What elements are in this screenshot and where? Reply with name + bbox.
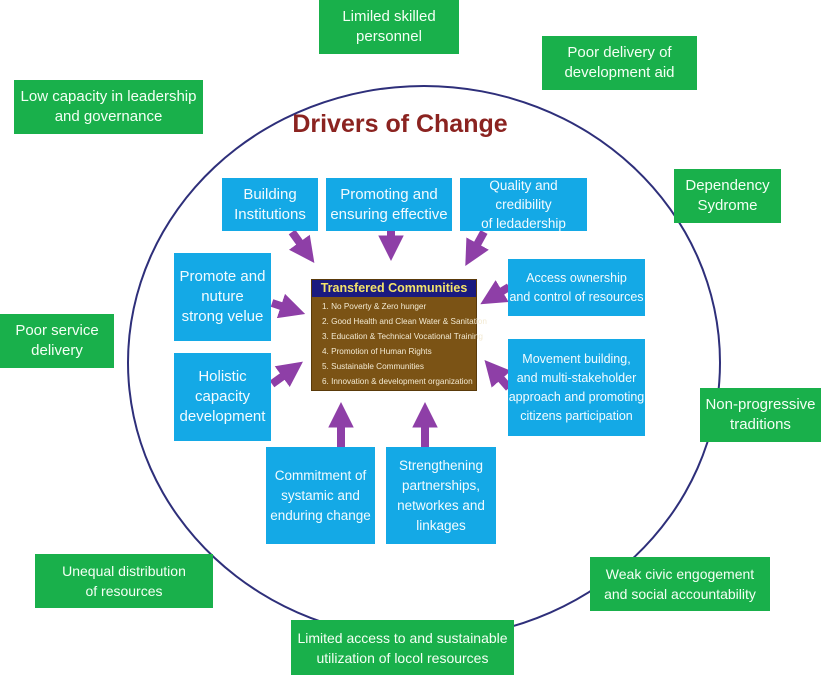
outcome-item: 2. Good Health and Clean Water & Sanitat… bbox=[322, 317, 487, 326]
driver-promote-value: Promote and nuture strong velue bbox=[174, 253, 271, 341]
arrow-promote-value bbox=[270, 293, 306, 319]
driver-strengthening: Strengthening partnerships, networkes an… bbox=[386, 447, 496, 544]
outcome-item: 5. Sustainable Communities bbox=[322, 362, 424, 371]
transformed-communities-box: Transfered Communities 1. No Poverty & Z… bbox=[311, 279, 487, 391]
challenge-weak-civic-engagement: Weak civic engogement and social account… bbox=[590, 557, 770, 611]
driver-access-ownership: Access ownership and control of resource… bbox=[508, 259, 645, 316]
challenge-low-capacity-leadership: Low capacity in leadership and governanc… bbox=[14, 80, 203, 134]
arrow-building-institutions bbox=[288, 229, 315, 263]
diagram-title: Drivers of Change bbox=[292, 110, 508, 138]
arrow-movement-building bbox=[484, 359, 513, 391]
challenge-limited-skilled-personnel: Limiled skilled personnel bbox=[319, 0, 459, 54]
challenge-dependency-syndrome: Dependency Sydrome bbox=[674, 169, 781, 223]
arrow-quality-leadership bbox=[465, 230, 489, 267]
driver-promoting-effective: Promoting and ensuring effective bbox=[326, 178, 452, 231]
arrow-holistic-capacity bbox=[269, 361, 303, 388]
challenge-non-progressive-traditions: Non-progressive traditions bbox=[700, 388, 821, 442]
driver-movement-building: Movement building, and multi-stakeholder… bbox=[508, 339, 645, 436]
outcome-item: 1. No Poverty & Zero hunger bbox=[322, 302, 427, 311]
outcome-item: 3. Education & Technical Vocational Trai… bbox=[322, 332, 483, 341]
arrow-access-ownership bbox=[480, 280, 512, 305]
challenge-poor-service-delivery: Poor service delivery bbox=[0, 314, 114, 368]
outcome-item: 4. Promotion of Human Rights bbox=[322, 347, 432, 356]
challenge-unequal-distribution: Unequal distribution of resources bbox=[35, 554, 213, 608]
driver-building-institutions: Building Institutions bbox=[222, 178, 318, 231]
driver-quality-leadership: Quality and credibility of ledadership bbox=[460, 178, 587, 231]
outcome-item: 6. Innovation & development organization bbox=[322, 377, 473, 386]
driver-commitment: Commitment of systamic and enduring chan… bbox=[266, 447, 375, 544]
center-heading: Transfered Communities bbox=[312, 280, 476, 297]
driver-holistic-capacity: Holistic capacity development bbox=[174, 353, 271, 441]
challenge-poor-delivery-aid: Poor delivery of development aid bbox=[542, 36, 697, 90]
challenge-limited-access-resources: Limited access to and sustainable utiliz… bbox=[291, 620, 514, 675]
outcomes-list: 1. No Poverty & Zero hunger 2. Good Heal… bbox=[312, 297, 487, 389]
